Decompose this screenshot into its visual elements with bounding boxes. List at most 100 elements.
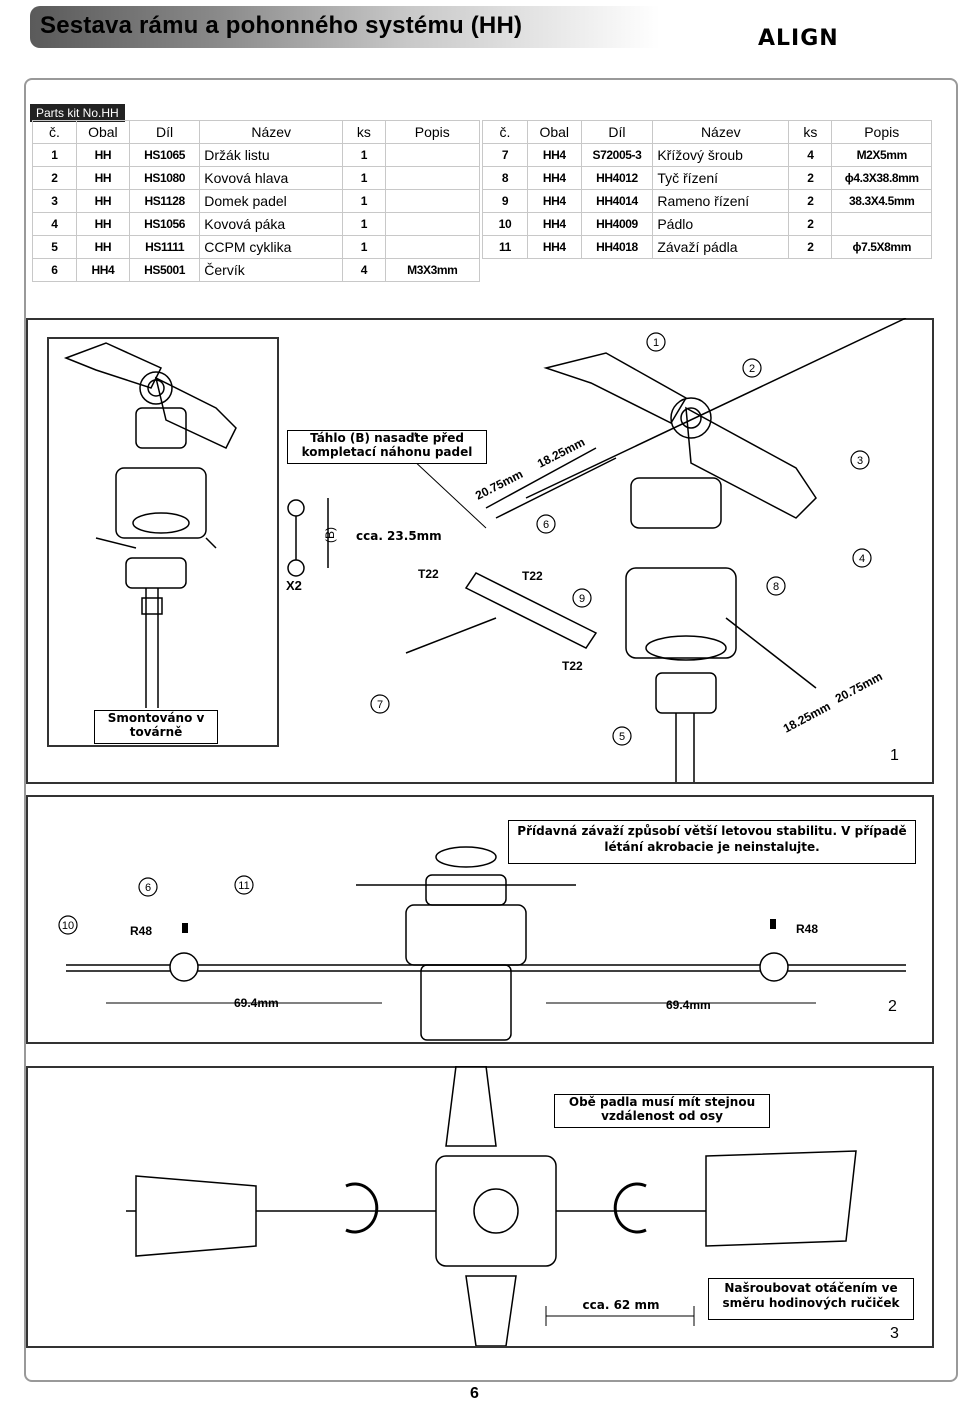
col-desc: Popis — [384, 120, 481, 144]
rotation-arrow-right — [613, 1182, 647, 1234]
cell-qty: 2 — [788, 166, 833, 190]
cell-desc — [384, 235, 481, 259]
callout-extra-weights: Přídavná závaží způsobí větší letovou st… — [508, 820, 916, 864]
dim-20-75-top: 20.75mm — [473, 467, 525, 503]
cell-part: HH4009 — [580, 212, 654, 236]
cell-desc: M3X3mm — [384, 258, 481, 282]
balloon-6: 6 — [543, 519, 549, 531]
inset-frame — [47, 337, 279, 747]
balloon-11: 11 — [238, 880, 249, 892]
set-screw-right — [770, 919, 776, 929]
rotor-head-small-drawing — [63, 342, 237, 708]
r48-right: R48 — [796, 922, 818, 936]
rotor-head-front-drawing — [356, 846, 576, 1041]
t22-label-3: T22 — [562, 659, 583, 673]
cell-part: HS1128 — [128, 189, 201, 213]
balloon-4: 4 — [859, 553, 865, 565]
balloon-10-circle — [58, 915, 78, 935]
cell-qty: 1 — [342, 143, 386, 167]
cell-bag: HH4 — [526, 166, 582, 190]
cell-name: CCPM cyklika — [199, 235, 344, 259]
cell-desc — [384, 212, 481, 236]
cell-name: Závaží pádla — [652, 235, 790, 259]
col-qty: ks — [788, 120, 833, 144]
callout-screw-clockwise: Našroubovat otáčením ve směru hodinových… — [708, 1278, 914, 1320]
callout-leader — [410, 457, 487, 529]
approx-62mm: cca. 62 mm — [556, 1298, 686, 1314]
balloon-6: 6 — [145, 882, 151, 894]
paddle-right — [705, 1150, 857, 1247]
cell-part: HS1056 — [128, 212, 201, 236]
cell-part: HH4012 — [580, 166, 654, 190]
cell-qty: 2 — [788, 235, 833, 259]
cell-bag: HH — [75, 235, 130, 259]
balloon-10: 10 — [62, 920, 74, 932]
approx-length: cca. 23.5mm — [350, 526, 460, 546]
cell-bag: HH — [75, 143, 130, 167]
cell-desc — [384, 143, 481, 167]
callout-equal-distance: Obě padla musí mít stejnou vzdálenost od… — [554, 1094, 770, 1128]
balloon-11-circle — [234, 875, 254, 895]
step3-number: 3 — [890, 1325, 899, 1342]
cell-name: Tyč řízení — [652, 166, 790, 190]
cell-name: Držák listu — [199, 143, 344, 167]
cell-desc: ϕ7.5X8mm — [831, 235, 932, 259]
step1-diagram: (B) X2 20.75mm 18.25mm 18.25mm 20.75mm T… — [47, 318, 907, 782]
balloon-1: 1 — [653, 337, 659, 349]
rotor-head-large-drawing — [405, 318, 907, 782]
page-number: 6 — [470, 1385, 479, 1402]
set-screw-left — [182, 923, 188, 933]
col-qty: ks — [342, 120, 386, 144]
col-name: Název — [652, 120, 790, 144]
cell-bag: HH4 — [75, 258, 130, 282]
cell-desc — [384, 166, 481, 190]
cell-desc — [831, 212, 932, 236]
cell-number: 10 — [482, 212, 528, 236]
cell-number: 11 — [482, 235, 528, 259]
balloon-3: 3 — [857, 455, 863, 467]
cell-number: 9 — [482, 189, 528, 213]
cell-bag: HH4 — [526, 235, 582, 259]
parts-kit-label: Parts kit No.HH — [30, 104, 125, 122]
cell-part: HS1080 — [128, 166, 201, 190]
cell-part: HS1111 — [128, 235, 201, 259]
cell-name: Křížový šroub — [652, 143, 790, 167]
callout-rod-b: Táhlo (B) nasaďte před kompletací náhonu… — [287, 430, 487, 464]
cell-number: 1 — [32, 143, 77, 167]
cell-number: 8 — [482, 166, 528, 190]
t22-label-1: T22 — [418, 567, 439, 581]
cell-qty: 4 — [342, 258, 386, 282]
header-bar — [30, 6, 660, 48]
cell-qty: 1 — [342, 235, 386, 259]
balloon-2: 2 — [749, 363, 755, 375]
step1-number: 1 — [890, 747, 899, 764]
cell-name: Pádlo — [652, 212, 790, 236]
step2-diagram: 69.4mm 69.4mm R48 R48 6 11 10 2 — [58, 846, 906, 1041]
x2-label: X2 — [286, 578, 302, 593]
linkage-b-drawing — [287, 498, 329, 577]
b-label: (B) — [323, 527, 337, 543]
rotation-arrow-left — [345, 1182, 379, 1234]
balloon-5: 5 — [619, 731, 625, 743]
dim-right: 69.4mm — [666, 998, 711, 1012]
balloon-labels: 1 2 3 4 5 6 7 8 9 — [377, 337, 865, 743]
dim-18-25-bottom: 18.25mm — [781, 699, 833, 735]
cell-bag: HH4 — [526, 212, 582, 236]
balloons — [370, 332, 872, 746]
cell-part: HH4014 — [580, 189, 654, 213]
cell-bag: HH — [75, 166, 130, 190]
col-part: Díl — [128, 120, 201, 144]
cell-desc: 38.3X4.5mm — [831, 189, 932, 213]
col-number: č. — [482, 120, 528, 144]
step2-number: 2 — [888, 998, 897, 1015]
cell-bag: HH4 — [526, 189, 582, 213]
paddle-left — [135, 1175, 257, 1257]
